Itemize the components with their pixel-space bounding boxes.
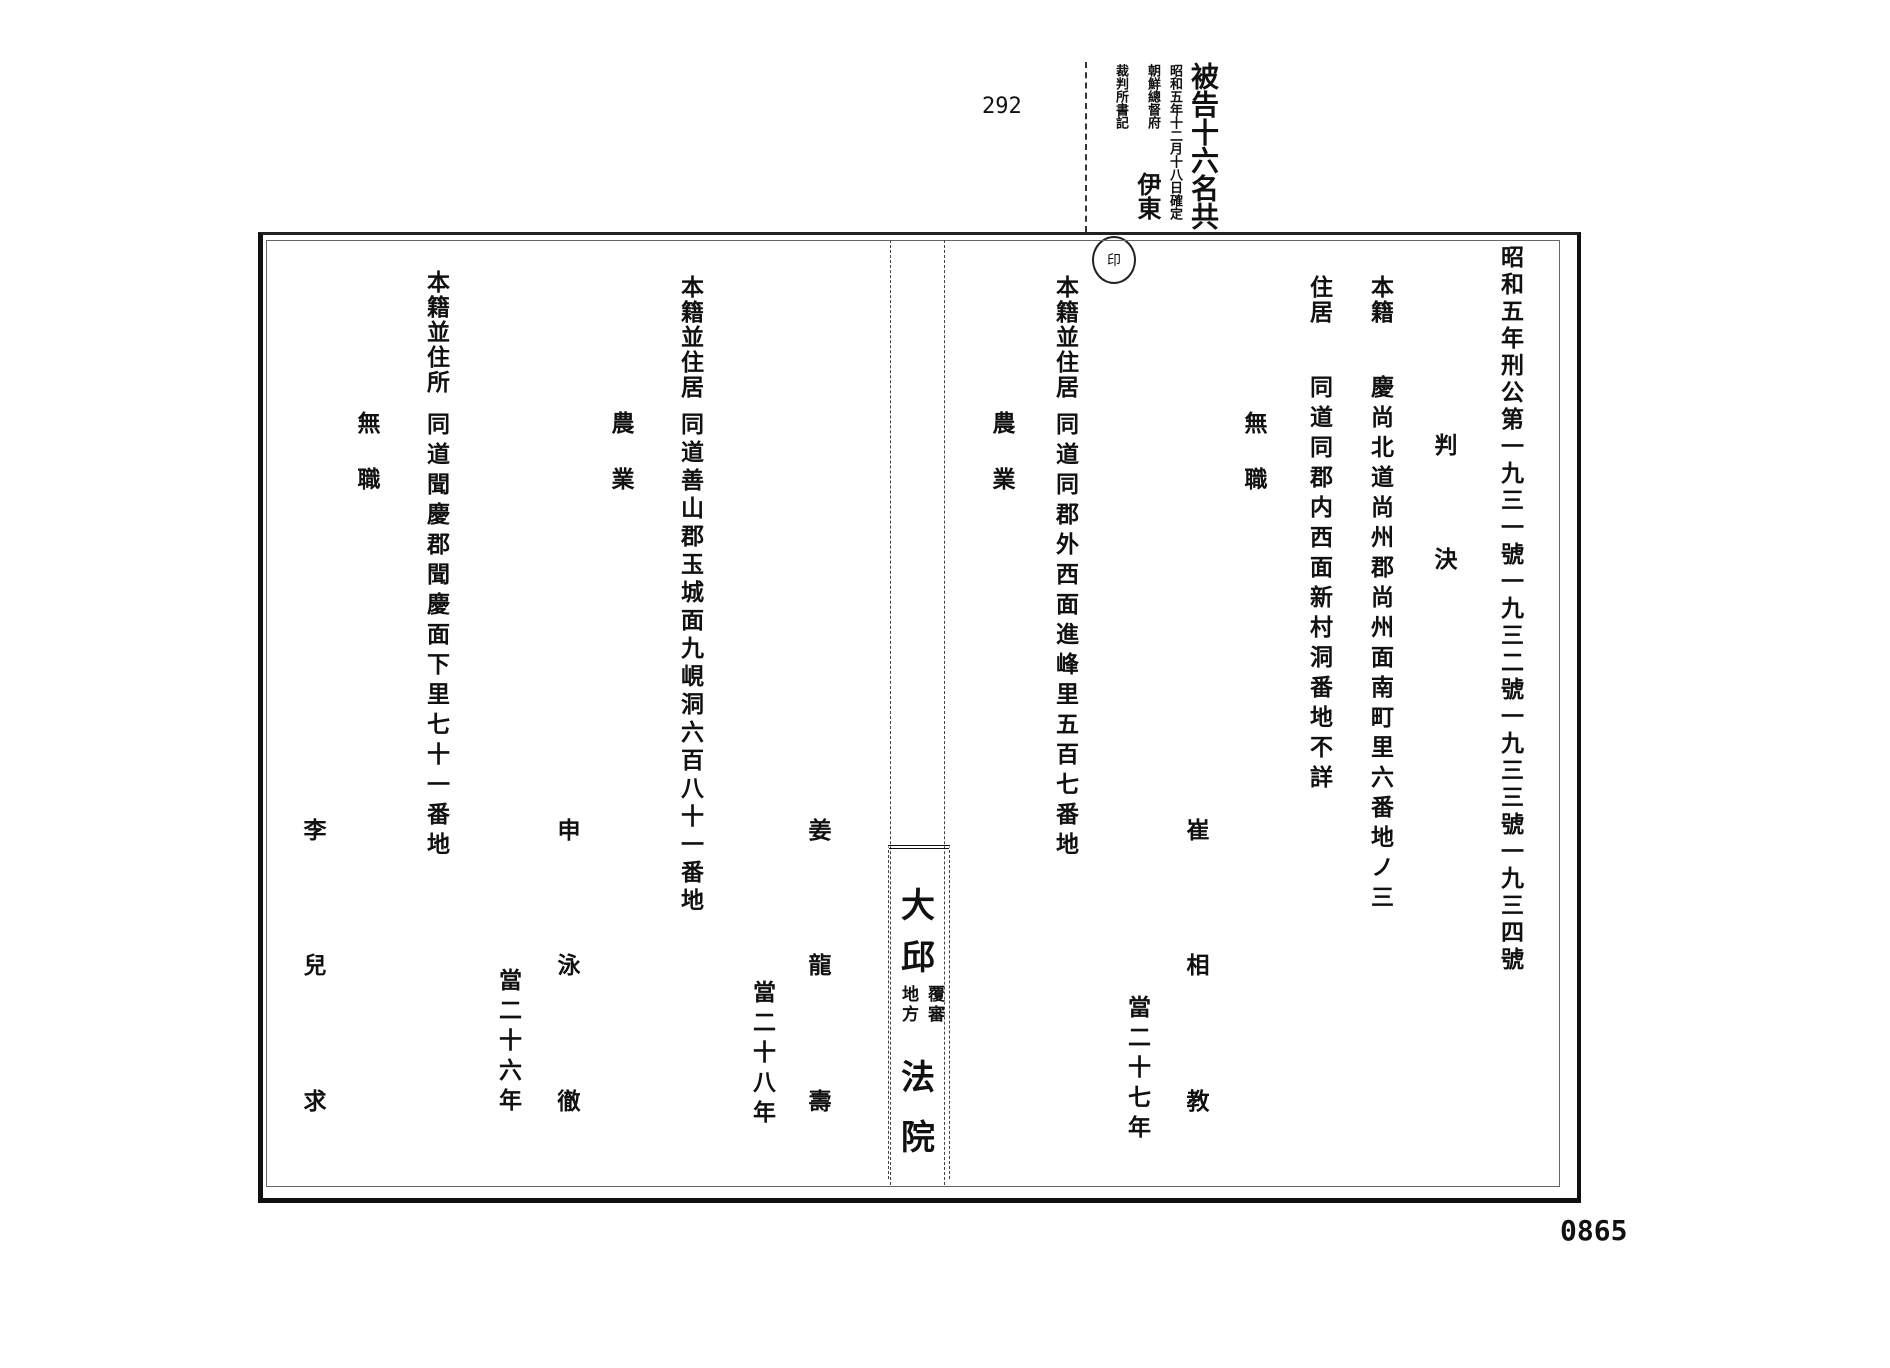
title-char: 決 [1434, 546, 1458, 573]
defendant-name: 相 [1186, 952, 1210, 979]
title-char: 判 [1434, 432, 1458, 459]
stamp-line: 被告十六名共 [1187, 62, 1220, 230]
residence: 同道同郡内西面新村洞番地不詳 [1305, 375, 1333, 795]
center-fold-line [890, 240, 891, 1185]
domicile: 同道善山郡玉城面九峴洞六百八十一番地 [676, 412, 704, 916]
occupation: 農 [611, 410, 635, 437]
sheet-number: 0865 [1560, 1214, 1628, 1247]
age: 當二十六年 [494, 968, 522, 1118]
page-number: 292 [982, 94, 1022, 119]
case-number: 昭和五年刑公第一九三一號一九三二號一九三三號一九三四號 [1496, 245, 1524, 974]
domicile: 慶尚北道尚州郡尚州面南町里六番地ノ三 [1366, 375, 1394, 915]
occupation: 業 [992, 466, 1016, 493]
defendant-name: 崔 [1186, 817, 1210, 844]
domicile-label: 本籍並住居 [1051, 275, 1079, 400]
center-fold-line [944, 240, 945, 1185]
occupation: 農 [992, 410, 1016, 437]
defendant-name: 姜 [808, 817, 832, 844]
defendant-name: 泳 [557, 952, 581, 979]
stamp-signature: 伊東 [1133, 172, 1162, 220]
occupation: 無 [357, 410, 381, 437]
age: 當二十七年 [1123, 995, 1151, 1145]
domicile: 同道同郡外西面進峰里五百七番地 [1051, 412, 1079, 862]
occupation: 業 [611, 466, 635, 493]
seal-icon: 印 [1092, 236, 1136, 284]
court-type: 地方 [898, 985, 918, 1025]
defendant-name: 求 [303, 1088, 327, 1115]
defendant-name: 壽 [808, 1088, 832, 1115]
document-inner-frame [266, 240, 1560, 1187]
domicile-label: 本籍並住居 [676, 275, 704, 400]
domicile: 同道聞慶郡聞慶面下里七十一番地 [422, 412, 450, 862]
court-name-char: 院 [901, 1118, 935, 1158]
court-name-char: 大 [901, 886, 935, 926]
stamp-line: 昭和五年十二月十八日確定 [1167, 64, 1182, 220]
domicile-label: 本籍並住所 [422, 270, 450, 395]
occupation: 無 [1244, 410, 1268, 437]
residence-label: 住居 [1305, 275, 1333, 325]
stamp-line: 朝鮮總督府 [1145, 64, 1160, 129]
age: 當二十八年 [748, 980, 776, 1130]
defendant-name: 兒 [303, 952, 327, 979]
occupation: 職 [1244, 466, 1268, 493]
defendant-name: 李 [303, 817, 327, 844]
occupation: 職 [357, 466, 381, 493]
court-name-char: 法 [901, 1058, 935, 1098]
court-type: 覆審 [924, 985, 944, 1025]
document-frame [258, 232, 1581, 1203]
defendant-name: 申 [557, 817, 581, 844]
court-name-char: 邱 [901, 938, 935, 978]
defendant-name: 教 [1186, 1088, 1210, 1115]
domicile-label: 本籍 [1366, 275, 1394, 325]
confirmation-stamp: 被告十六名共 昭和五年十二月十八日確定 朝鮮總督府 裁判所書記 伊東 [1085, 62, 1220, 232]
defendant-name: 龍 [808, 952, 832, 979]
stamp-line: 裁判所書記 [1113, 64, 1128, 129]
defendant-name: 徹 [557, 1088, 581, 1115]
court-header-box [888, 845, 950, 1179]
